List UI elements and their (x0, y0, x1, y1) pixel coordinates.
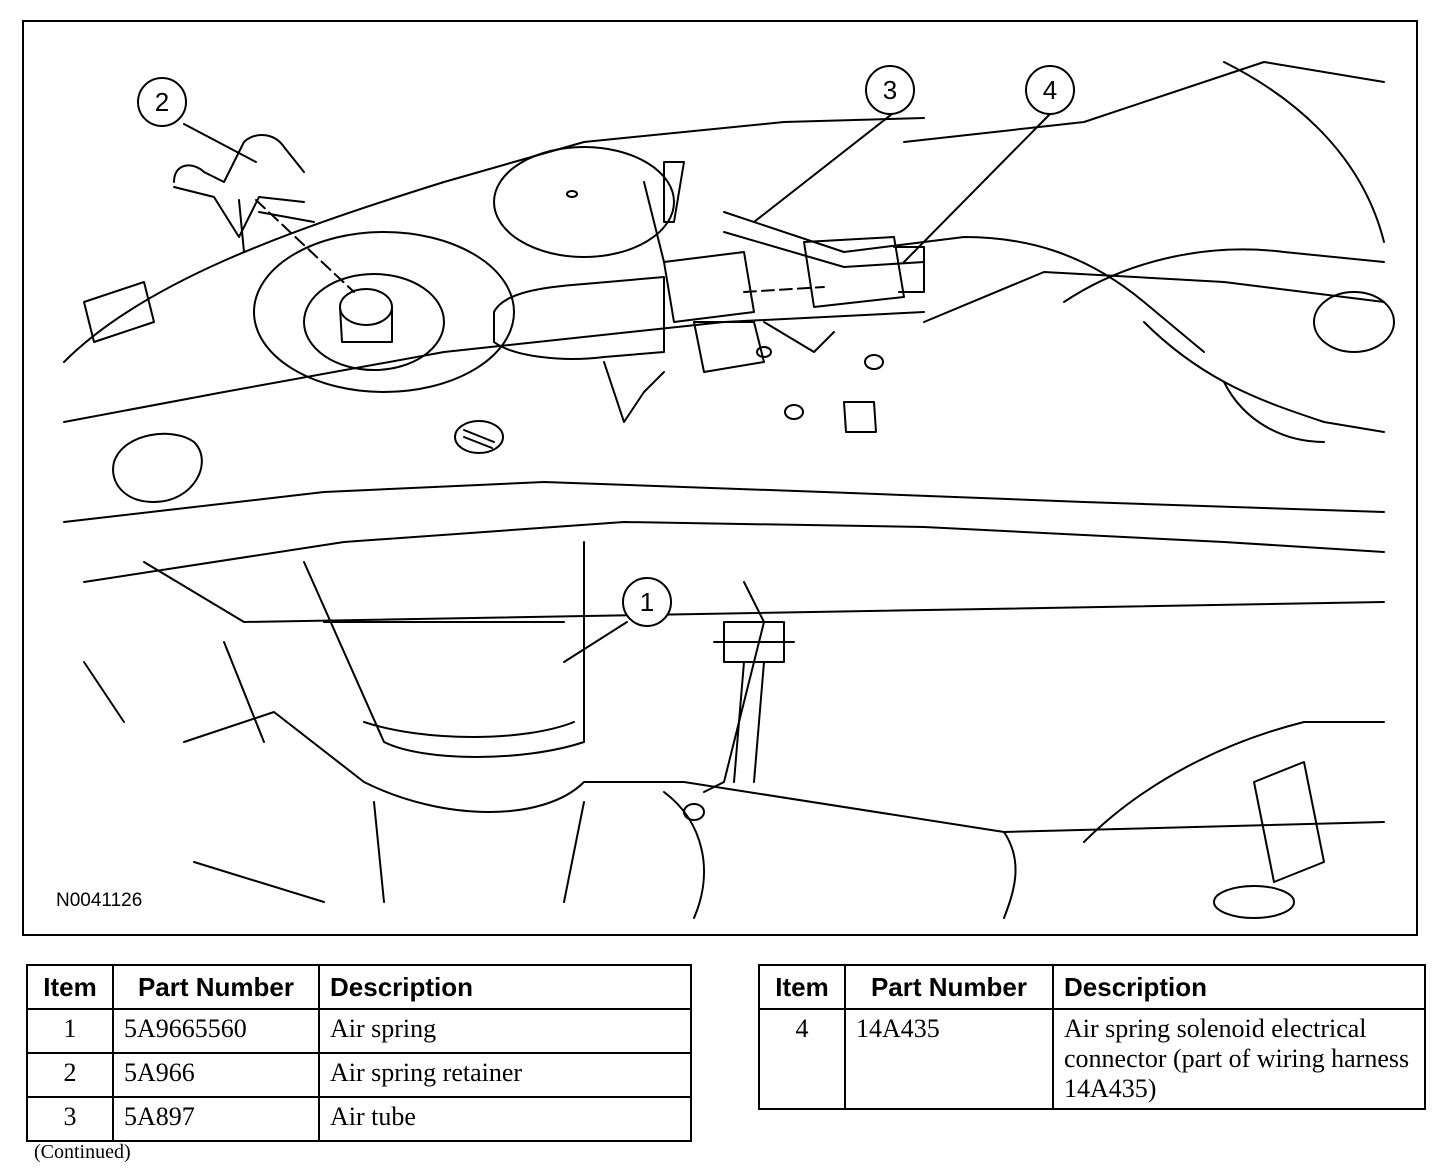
figure-id-label: N0041126 (56, 890, 142, 911)
row-item: 3 (26, 1096, 114, 1142)
table-header-row: Item Part Number Description (758, 964, 1426, 1010)
callout-1: 1 (640, 587, 654, 617)
header-item: Item (758, 964, 846, 1010)
callout-2: 2 (155, 87, 169, 117)
table-row: 4 14A435 Air spring solenoid electrical … (758, 1008, 1426, 1110)
table-header-row: Item Part Number Description (26, 964, 692, 1010)
parts-table-right: Item Part Number Description 4 14A435 Ai… (758, 964, 1426, 1110)
upper-crossmember-drawing (63, 61, 1385, 623)
header-part-number: Part Number (844, 964, 1054, 1010)
row-description: Air tube (318, 1096, 692, 1142)
row-part-number: 5A966 (112, 1052, 320, 1098)
table-row: 3 5A897 Air tube (26, 1096, 692, 1142)
header-description: Description (1052, 964, 1426, 1010)
solenoid-connector-drawing (493, 161, 1395, 443)
row-part-number: 5A9665560 (112, 1008, 320, 1054)
callout-circles (137, 65, 1075, 627)
retainer-clip-drawing (173, 134, 315, 253)
header-description: Description (318, 964, 692, 1010)
row-description: Air spring retainer (318, 1052, 692, 1098)
suspension-line-drawing: 2 3 4 1 N0041126 (56, 61, 1395, 919)
row-item: 4 (758, 1008, 846, 1110)
table-row: 2 5A966 Air spring retainer (26, 1052, 692, 1098)
row-item: 1 (26, 1008, 114, 1054)
row-part-number: 14A435 (844, 1008, 1054, 1110)
parts-table-left: Item Part Number Description 1 5A9665560… (26, 964, 692, 1142)
lower-suspension-drawing (83, 541, 1385, 919)
callout-leaders (183, 111, 1053, 663)
callout-3: 3 (883, 75, 897, 105)
row-item: 2 (26, 1052, 114, 1098)
row-description: Air spring (318, 1008, 692, 1054)
row-part-number: 5A897 (112, 1096, 320, 1142)
table-row: 1 5A9665560 Air spring (26, 1008, 692, 1054)
header-item: Item (26, 964, 114, 1010)
callout-4: 4 (1043, 75, 1057, 105)
header-part-number: Part Number (112, 964, 320, 1010)
diagram-frame: 2 3 4 1 N0041126 (22, 20, 1418, 936)
continued-note: (Continued) (34, 1141, 131, 1163)
alignment-dash-lines (255, 199, 825, 293)
row-description: Air spring solenoid electrical connector… (1052, 1008, 1426, 1110)
air-spring-mount-drawing (253, 146, 675, 454)
